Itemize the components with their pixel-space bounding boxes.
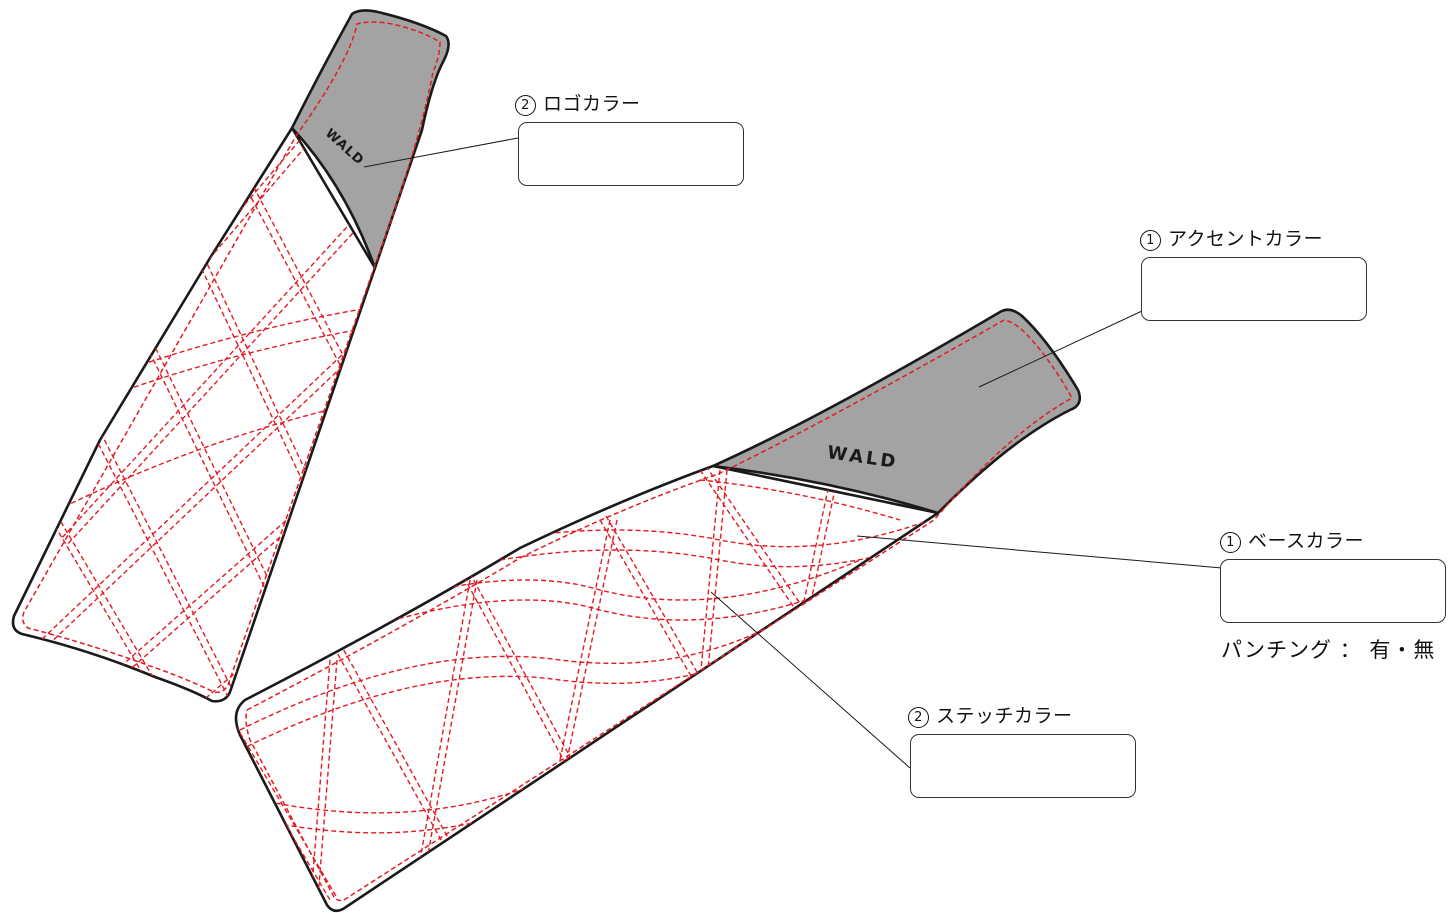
leader-accent	[978, 310, 1143, 388]
callout-logo-number: 2	[515, 95, 536, 116]
callout-base-number: 1	[1220, 532, 1241, 553]
left-base-panel	[11, 126, 377, 703]
callout-accent-label: 1 アクセントカラー	[1140, 228, 1323, 251]
right-base-panel	[234, 464, 940, 913]
left-edge-stitch	[21, 21, 441, 694]
leader-stitch	[710, 591, 911, 769]
left-accent-panel	[290, 9, 450, 270]
right-edge-stitch	[245, 319, 1074, 902]
leader-lines	[363, 137, 1223, 769]
callout-base-text: ベースカラー	[1248, 530, 1365, 552]
leader-base	[856, 535, 1223, 569]
callout-stitch-text: ステッチカラー	[936, 705, 1073, 727]
callout-accent-text: アクセントカラー	[1168, 228, 1324, 250]
callout-base-label: 1 ベースカラー	[1220, 530, 1364, 553]
leader-logo	[363, 137, 519, 168]
cover-right: WALD	[234, 308, 1082, 913]
callout-stitch-label: 2 ステッチカラー	[908, 705, 1073, 728]
cover-left: WALD	[11, 9, 450, 703]
logo-color-box[interactable]	[518, 122, 744, 186]
base-color-box[interactable]	[1220, 559, 1446, 623]
stitch-color-box[interactable]	[910, 734, 1136, 798]
callout-logo-label: 2 ロゴカラー	[515, 93, 641, 116]
accent-color-box[interactable]	[1141, 257, 1367, 321]
callout-accent-number: 1	[1140, 230, 1161, 251]
callout-stitch-number: 2	[908, 707, 929, 728]
callout-logo-text: ロゴカラー	[543, 93, 641, 115]
punching-option: パンチング ： 有・無	[1221, 638, 1436, 662]
